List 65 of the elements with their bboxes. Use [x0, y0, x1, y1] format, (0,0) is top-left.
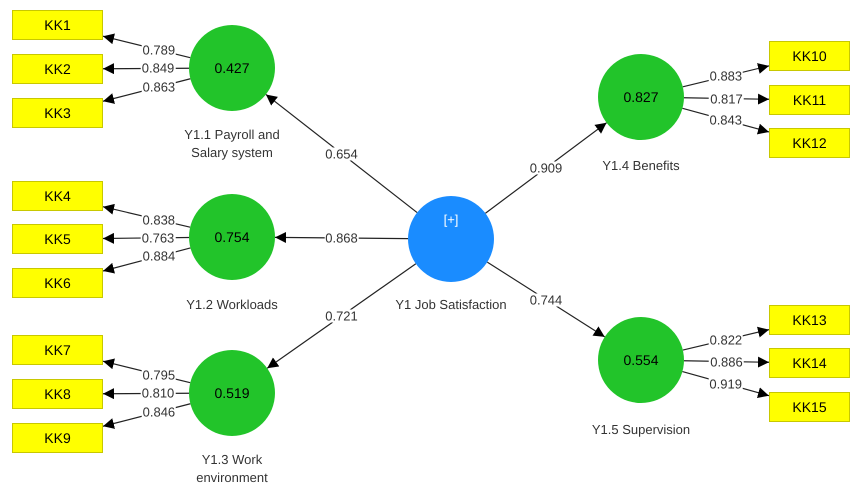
node-value: 0.754: [214, 228, 250, 246]
edge-label: 0.868: [324, 232, 359, 244]
edge-label: 0.763: [140, 231, 176, 244]
node-value: 0.427: [214, 58, 250, 78]
indicator-label: KK6: [44, 274, 71, 292]
indicator-label: KK2: [44, 60, 71, 78]
arrow: [266, 263, 416, 369]
edge-label: 0.846: [142, 405, 176, 418]
edge-label: 0.822: [708, 333, 744, 346]
indicator-label: KK10: [792, 46, 827, 66]
indicator-label: KK11: [792, 90, 826, 110]
indicator-box: [12, 10, 103, 40]
indicator-box: [12, 54, 103, 84]
indicator-label: KK1: [44, 16, 71, 34]
indicator-label: KK9: [44, 428, 71, 448]
indicator-box: [12, 379, 103, 409]
indicator-label: KK15: [792, 398, 827, 416]
indicator-box: [769, 305, 850, 335]
indicator-label: KK12: [792, 134, 827, 152]
node-caption: Y1.1 Payroll and Salary system: [183, 126, 281, 162]
edge-label: 0.886: [709, 355, 744, 368]
node-value: [+]: [444, 211, 458, 229]
edge-label: 0.843: [708, 114, 743, 127]
indicator-label: KK8: [44, 384, 71, 404]
node-value: 0.827: [623, 88, 659, 106]
node-caption: Y1.3 Work environment: [195, 451, 269, 487]
node-caption: Y1.5 Supervision: [590, 421, 692, 439]
indicator-box: [12, 335, 103, 365]
node-caption: Y1.4 Benefits: [601, 157, 681, 175]
edge-label: 0.789: [142, 43, 176, 56]
indicator-label: KK3: [44, 104, 71, 122]
arrow: [485, 122, 607, 214]
indicator-box: [769, 348, 850, 378]
indicator-box: [769, 41, 850, 71]
node-caption: Y1 Job Satisfaction: [394, 296, 508, 314]
edge-label: 0.883: [708, 70, 744, 83]
indicator-box: [769, 128, 850, 158]
edge-label: 0.919: [708, 377, 743, 390]
indicator-label: KK7: [44, 340, 71, 360]
indicator-label: KK14: [792, 354, 827, 372]
indicator-label: KK13: [792, 310, 827, 330]
edge-label: 0.721: [324, 310, 359, 322]
edge-label: 0.817: [709, 92, 744, 106]
edge-label: 0.909: [528, 162, 564, 174]
indicator-box: [12, 268, 103, 298]
indicator-label: KK4: [44, 186, 71, 206]
edge-label: 0.863: [142, 80, 176, 94]
node-value: 0.554: [623, 350, 659, 370]
node-caption: Y1.2 Workloads: [185, 296, 279, 314]
indicator-box: [769, 392, 850, 422]
indicator-box: [12, 423, 103, 453]
edge-label: 0.744: [528, 293, 564, 306]
indicator-box: [12, 98, 103, 128]
indicator-box: [12, 181, 103, 211]
edge-label: 0.884: [142, 250, 176, 263]
edge-label: 0.795: [142, 368, 176, 382]
indicator-box: [12, 224, 103, 254]
edge-label: 0.849: [140, 62, 176, 75]
edge-label: 0.810: [140, 386, 176, 400]
edge-label: 0.654: [324, 147, 359, 160]
indicator-label: KK5: [44, 230, 71, 248]
node-value: 0.519: [214, 384, 250, 402]
edge-label: 0.838: [142, 213, 176, 226]
indicator-box: [769, 85, 850, 115]
arrow: [266, 94, 418, 213]
